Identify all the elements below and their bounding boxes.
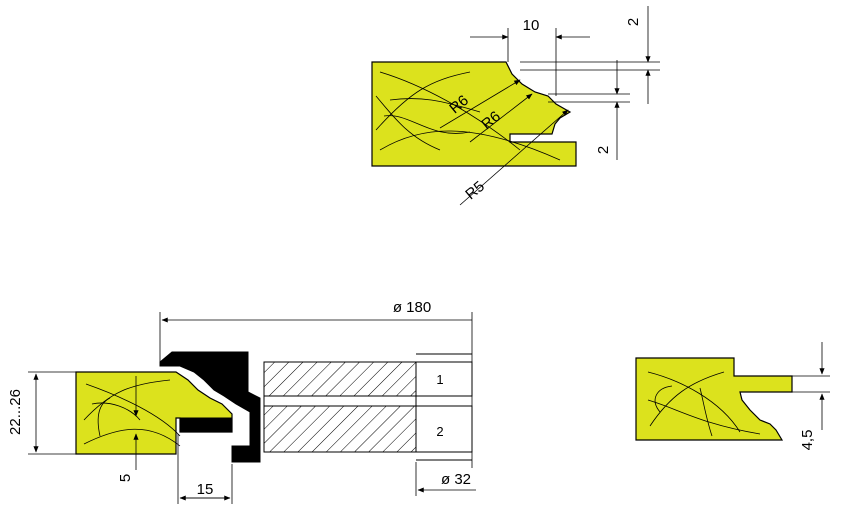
cutter-body-top bbox=[263, 361, 417, 397]
assembly: 1 2 ø 180 ø 32 22...26 5 15 bbox=[7, 299, 476, 504]
top-dim-width: 10 bbox=[523, 17, 540, 34]
dim-diameter: ø 180 bbox=[393, 299, 431, 316]
right-workpiece bbox=[635, 357, 793, 441]
cutter-label-1: 1 bbox=[436, 372, 443, 387]
cutter-label-2: 2 bbox=[436, 424, 443, 439]
top-profile: 10 2 2 R6 R6 R5 bbox=[371, 6, 660, 206]
top-dim-bottom: 2 bbox=[595, 146, 612, 154]
top-workpiece bbox=[371, 61, 577, 167]
spindle-bottom bbox=[415, 405, 473, 453]
cutter-body-bottom bbox=[263, 405, 417, 453]
dim-height: 22...26 bbox=[7, 389, 24, 435]
right-profile: 4,5 bbox=[635, 342, 830, 451]
top-dimension-lines bbox=[439, 6, 660, 206]
cutter-gap bbox=[263, 395, 417, 407]
right-wood-grain bbox=[647, 371, 761, 437]
assembly-dimension-lines bbox=[28, 312, 476, 504]
top-wood-grain bbox=[375, 71, 561, 161]
cutter-profile bbox=[159, 351, 261, 463]
spindle-top bbox=[415, 361, 473, 397]
dim-depth: 15 bbox=[197, 481, 214, 498]
assembly-wood-grain bbox=[83, 379, 181, 447]
top-dim-top: 2 bbox=[625, 18, 642, 26]
dim-bore: ø 32 bbox=[441, 471, 471, 488]
right-dimension-lines bbox=[792, 342, 830, 430]
right-dim-height: 4,5 bbox=[799, 430, 816, 451]
dim-offset: 5 bbox=[117, 474, 134, 482]
